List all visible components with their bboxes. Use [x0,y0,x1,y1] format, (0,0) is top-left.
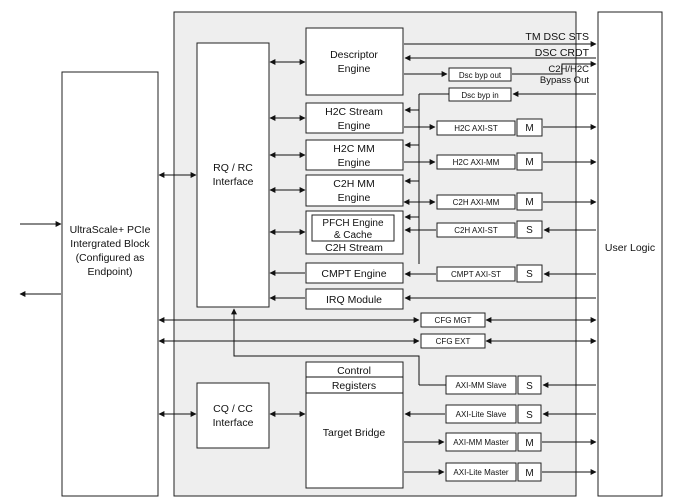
axi-mm-slave-label: AXI-MM Slave [455,381,507,390]
cfg-ext-box: CFG EXT [420,333,486,349]
c2h-mm-label-line1: C2H MM [333,178,374,190]
axi-mm-master-box: AXI-MM Master [445,432,517,452]
cmpt-engine-block: CMPT Engine [305,262,404,284]
dsc-byp-out-label: Dsc byp out [459,71,502,80]
svg-text:S: S [526,381,533,392]
connection-lines [158,41,597,475]
axi-lite-master-role: M [517,462,542,482]
pcie-block: UltraScale+ PCIe Intergrated Block (Conf… [61,71,159,497]
c2h-axi-mm-box: C2H AXI-MM [436,194,516,210]
c2h-mm-label-line2: Engine [338,192,371,204]
c2h-stream-engine-block: PFCH Engine & Cache C2H Stream [305,210,404,255]
control-registers-line1: Control [337,365,371,377]
h2c-mm-label-line2: Engine [338,157,371,169]
rq-rc-interface-block: RQ / RC Interface [196,42,270,308]
descriptor-engine-block: Descriptor Engine [305,27,404,96]
svg-text:M: M [525,123,533,134]
target-bridge-label: Target Bridge [323,427,386,439]
irq-module-label: IRQ Module [326,294,382,306]
cq-cc-interface-block: CQ / CC Interface [196,382,270,449]
axi-lite-slave-box: AXI-Lite Slave [445,404,517,424]
pfch-label-line1: PFCH Engine [322,218,384,229]
cmpt-axi-st-label: CMPT AXI-ST [451,270,501,279]
axi-lite-master-box: AXI-Lite Master [445,462,517,482]
c2h-axi-st-label: C2H AXI-ST [454,226,498,235]
h2c-axi-st-label: H2C AXI-ST [454,124,498,133]
rq-rc-label-line1: RQ / RC [213,162,253,174]
h2c-axi-mm-label: H2C AXI-MM [453,158,500,167]
svg-text:M: M [525,197,533,208]
cfg-mgt-box: CFG MGT [420,312,486,328]
cfg-ext-label: CFG EXT [436,337,471,346]
axi-mm-slave-box: AXI-MM Slave [445,375,517,395]
h2c-axi-st-role: M [516,118,543,137]
cq-cc-label-line2: Interface [213,417,254,429]
cfg-mgt-label: CFG MGT [435,316,472,325]
h2c-stream-label-line2: Engine [338,120,371,132]
svg-text:S: S [526,410,533,421]
h2c-mm-label-line1: H2C MM [333,143,374,155]
svg-text:M: M [525,438,533,449]
axi-mm-master-role: M [517,432,542,452]
cq-cc-label-line1: CQ / CC [213,403,253,415]
pfch-label-line2: & Cache [334,230,373,241]
pcie-label-line2: Intergrated Block [70,238,150,250]
dsc-byp-in-box: Dsc byp in [448,87,512,102]
dsc-crdt-label: DSC CRDT [535,47,590,59]
svg-text:S: S [526,269,533,280]
axi-lite-slave-label: AXI-Lite Slave [456,410,507,419]
bypass-out-label-line2: Bypass Out [540,75,589,86]
h2c-stream-label-line1: H2C Stream [325,106,383,118]
h2c-axi-st-box: H2C AXI-ST [436,120,516,136]
c2h-axi-mm-role: M [516,192,543,211]
c2h-axi-st-box: C2H AXI-ST [436,222,516,238]
pcie-label-line4: Endpoint) [88,266,133,278]
cmpt-axi-st-role: S [516,264,543,283]
irq-module-block: IRQ Module [305,288,404,310]
svg-text:M: M [525,468,533,479]
tm-dsc-sts-label: TM DSC STS [525,31,589,43]
target-bridge-block: Control Registers Target Bridge [305,361,404,489]
h2c-axi-mm-box: H2C AXI-MM [436,154,516,170]
c2h-axi-st-role: S [516,220,543,239]
axi-lite-slave-role: S [517,404,542,424]
user-logic-label: User Logic [605,242,655,254]
c2h-stream-label: C2H Stream [325,242,383,254]
pcie-label-line3: (Configured as [76,252,145,264]
h2c-mm-engine-block: H2C MM Engine [305,139,404,171]
axi-mm-slave-role: S [517,375,542,395]
descriptor-label-line1: Descriptor [330,49,378,61]
user-logic-block: User Logic [597,11,663,497]
dsc-byp-out-box: Dsc byp out [448,67,512,82]
h2c-axi-mm-role: M [516,152,543,171]
cmpt-engine-label: CMPT Engine [321,268,386,280]
pfch-engine-cache-block [311,214,395,242]
svg-text:M: M [525,157,533,168]
axi-mm-master-label: AXI-MM Master [453,438,509,447]
pcie-label-line1: UltraScale+ PCIe [70,224,151,236]
bypass-out-label-line1: C2H/H2C [548,64,589,75]
control-registers-line2: Registers [332,380,376,392]
h2c-stream-engine-block: H2C Stream Engine [305,102,404,134]
rq-rc-label-line2: Interface [213,176,254,188]
axi-lite-master-label: AXI-Lite Master [453,468,508,477]
c2h-axi-mm-label: C2H AXI-MM [453,198,500,207]
dsc-byp-in-label: Dsc byp in [461,91,498,100]
c2h-mm-engine-block: C2H MM Engine [305,174,404,207]
cmpt-axi-st-box: CMPT AXI-ST [436,266,516,282]
descriptor-label-line2: Engine [338,63,371,75]
svg-text:S: S [526,225,533,236]
